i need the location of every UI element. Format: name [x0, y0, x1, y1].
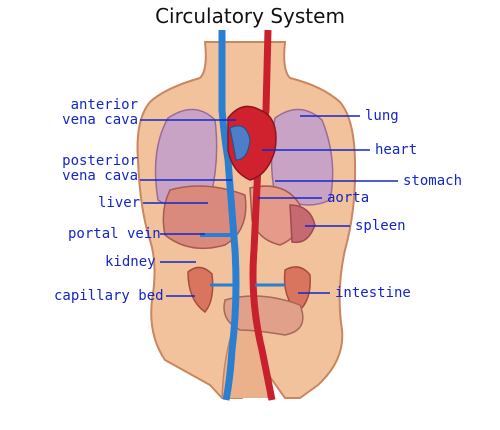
label-kidney: kidney [105, 254, 156, 270]
label-heart: heart [375, 142, 418, 158]
label-anterior-vena-cava: anterior vena cava [62, 97, 138, 128]
right-kidney [283, 266, 311, 313]
spleen [289, 204, 316, 244]
label-stomach: stomach [403, 173, 463, 189]
vena-cava-vein [218, 30, 240, 401]
label-spleen: spleen [355, 218, 406, 234]
label-portal-vein: portal vein [68, 226, 161, 242]
liver [162, 185, 247, 250]
label-lung: lung [365, 108, 399, 124]
label-liver: liver [98, 195, 141, 211]
label-capillary-bed: capillary bed [54, 288, 164, 304]
leader-lines [140, 115, 398, 297]
diagram-title: Circulatory System [155, 4, 345, 28]
label-intestine: intestine [335, 285, 411, 301]
heart-atrium [229, 125, 251, 161]
label-aorta: aorta [327, 190, 370, 206]
label-posterior-vena-cava: posterior vena cava [62, 153, 138, 184]
